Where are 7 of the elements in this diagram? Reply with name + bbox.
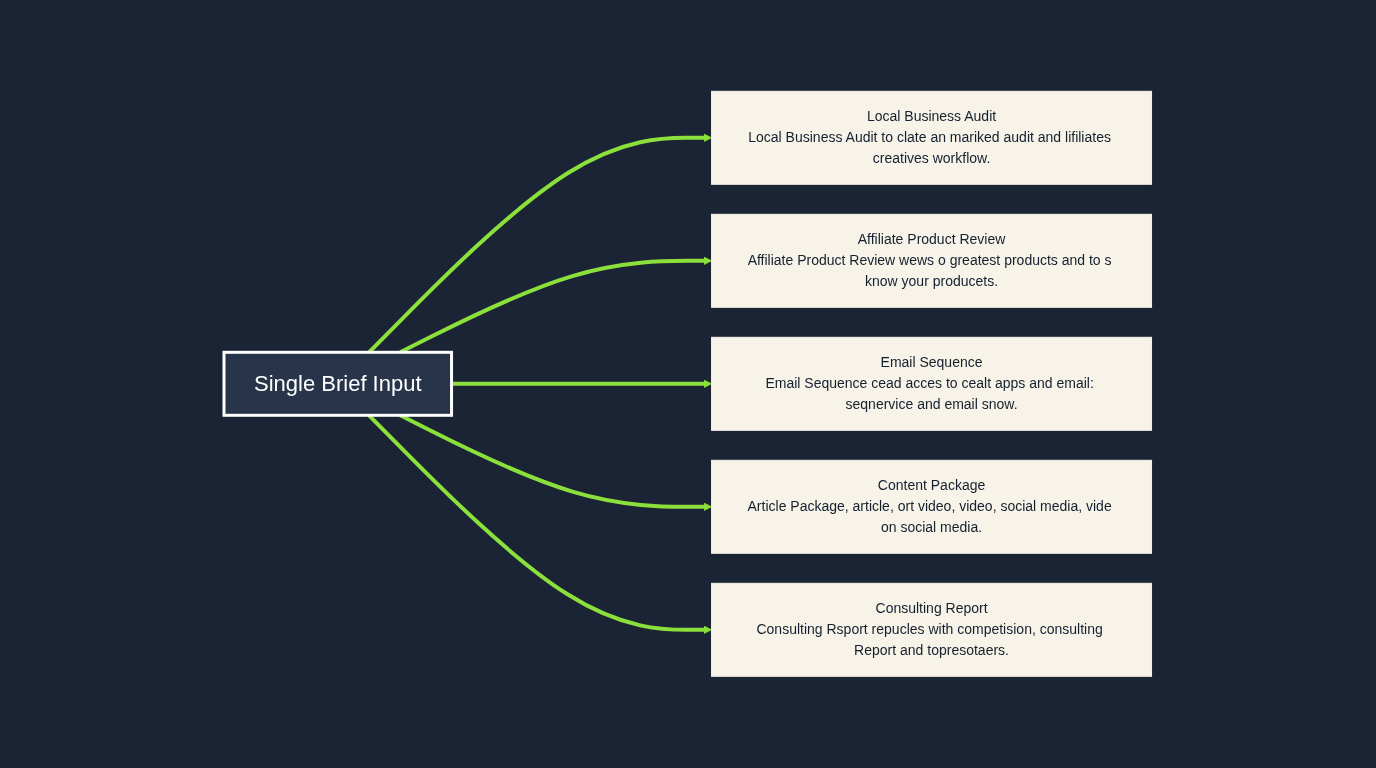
node-box: Email Sequence Email Sequence cead acces to cealt apps and email: seqnervice and email snow. <box>711 337 1153 431</box>
arrow <box>451 379 713 389</box>
node-box: Local Business Audit Local Business Audit to clate an mariked audit and lifiliates creatives workflow. <box>711 91 1153 185</box>
node-box: Affiliate Product Review Affiliate Product Review wews o greatest products and to s know your producets. <box>711 214 1153 308</box>
node-box: Single Brief Input <box>222 351 454 417</box>
node-box: Consulting Report Consulting Rsport repucles with competision, consulting Report and topresotaers. <box>711 583 1153 677</box>
node-box: Content Package Article Package, article, ort video, video, social media, vide on social media. <box>711 460 1153 554</box>
